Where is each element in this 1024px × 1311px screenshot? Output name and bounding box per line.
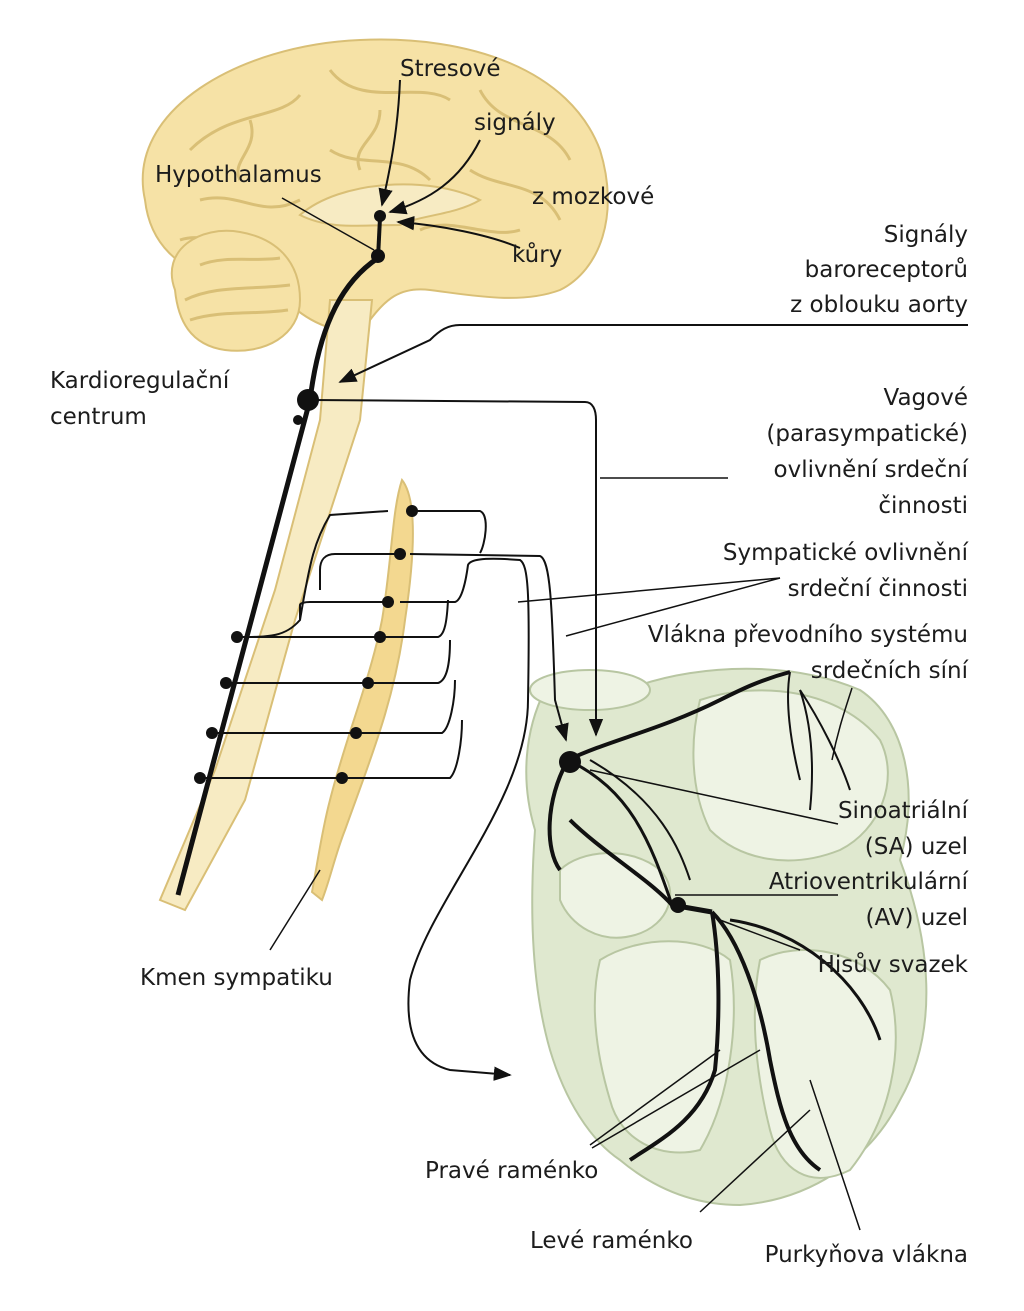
cardioregulatory-node bbox=[297, 389, 319, 411]
right-branch bbox=[628, 911, 721, 1162]
label-atrial-1: Vlákna převodního systému bbox=[648, 622, 968, 648]
label-trunk: Kmen sympatiku bbox=[140, 965, 333, 991]
label-baro-1: Signály bbox=[884, 222, 968, 248]
spinal-cord bbox=[158, 299, 374, 912]
label-vagal-4: činnosti bbox=[878, 493, 968, 519]
label-av-2: (AV) uzel bbox=[866, 905, 968, 931]
ganglion bbox=[406, 505, 418, 517]
labels: Stresové signály z mozkové kůry Hypothal… bbox=[50, 56, 969, 1268]
postganglionic-fiber bbox=[412, 510, 487, 554]
label-sa-1: Sinoatriální bbox=[838, 798, 969, 824]
label-atrial-2: srdečních síní bbox=[811, 658, 969, 684]
label-vagal-3: ovlivnění srdeční bbox=[774, 457, 969, 483]
ganglion bbox=[336, 772, 348, 784]
brain bbox=[141, 38, 609, 352]
vagal-fiber bbox=[311, 399, 604, 737]
label-stress-4: kůry bbox=[512, 241, 562, 268]
sympathetic-trunk bbox=[310, 477, 414, 902]
av-node bbox=[670, 897, 686, 913]
atrial-conduction bbox=[567, 670, 791, 762]
label-cardio-1: Kardioregulační bbox=[50, 368, 230, 394]
descending-tract bbox=[175, 255, 380, 896]
label-right-branch: Pravé raménko bbox=[425, 1158, 598, 1184]
ganglion bbox=[350, 727, 362, 739]
nerve-pathways bbox=[175, 79, 968, 1231]
baroreceptor-fiber bbox=[338, 324, 968, 383]
label-vagal-1: Vagové bbox=[884, 385, 968, 411]
nerve-nodes bbox=[194, 210, 686, 913]
label-baro-3: z oblouku aorty bbox=[790, 292, 968, 318]
ganglion bbox=[394, 548, 406, 560]
label-left-branch: Levé raménko bbox=[530, 1228, 693, 1254]
sympathetic-fiber-1 bbox=[236, 601, 385, 638]
label-stress-2: signály bbox=[474, 110, 556, 136]
left-ventricle bbox=[753, 949, 897, 1179]
label-av-1: Atrioventrikulární bbox=[769, 869, 969, 895]
label-symp-1: Sympatické ovlivnění bbox=[723, 540, 969, 566]
sa-node bbox=[559, 751, 581, 773]
hypothalamus-node bbox=[374, 210, 386, 222]
label-cardio-2: centrum bbox=[50, 404, 147, 430]
label-his: Hisův svazek bbox=[818, 951, 969, 978]
label-baro-2: baroreceptorů bbox=[805, 256, 968, 283]
label-hypothalamus: Hypothalamus bbox=[155, 162, 322, 188]
label-purkinje: Purkyňova vlákna bbox=[765, 1242, 968, 1268]
label-sa-2: (SA) uzel bbox=[865, 834, 968, 860]
label-symp-2: srdeční činnosti bbox=[788, 576, 968, 602]
ganglion bbox=[374, 631, 386, 643]
aorta-opening bbox=[529, 669, 651, 711]
label-stress-3: z mozkové bbox=[532, 184, 654, 210]
ganglion bbox=[362, 677, 374, 689]
label-stress-1: Stresové bbox=[400, 56, 501, 82]
label-vagal-2: (parasympatické) bbox=[766, 421, 968, 447]
left-branch bbox=[710, 910, 822, 1172]
heart bbox=[525, 667, 928, 1207]
ganglion bbox=[382, 596, 394, 608]
